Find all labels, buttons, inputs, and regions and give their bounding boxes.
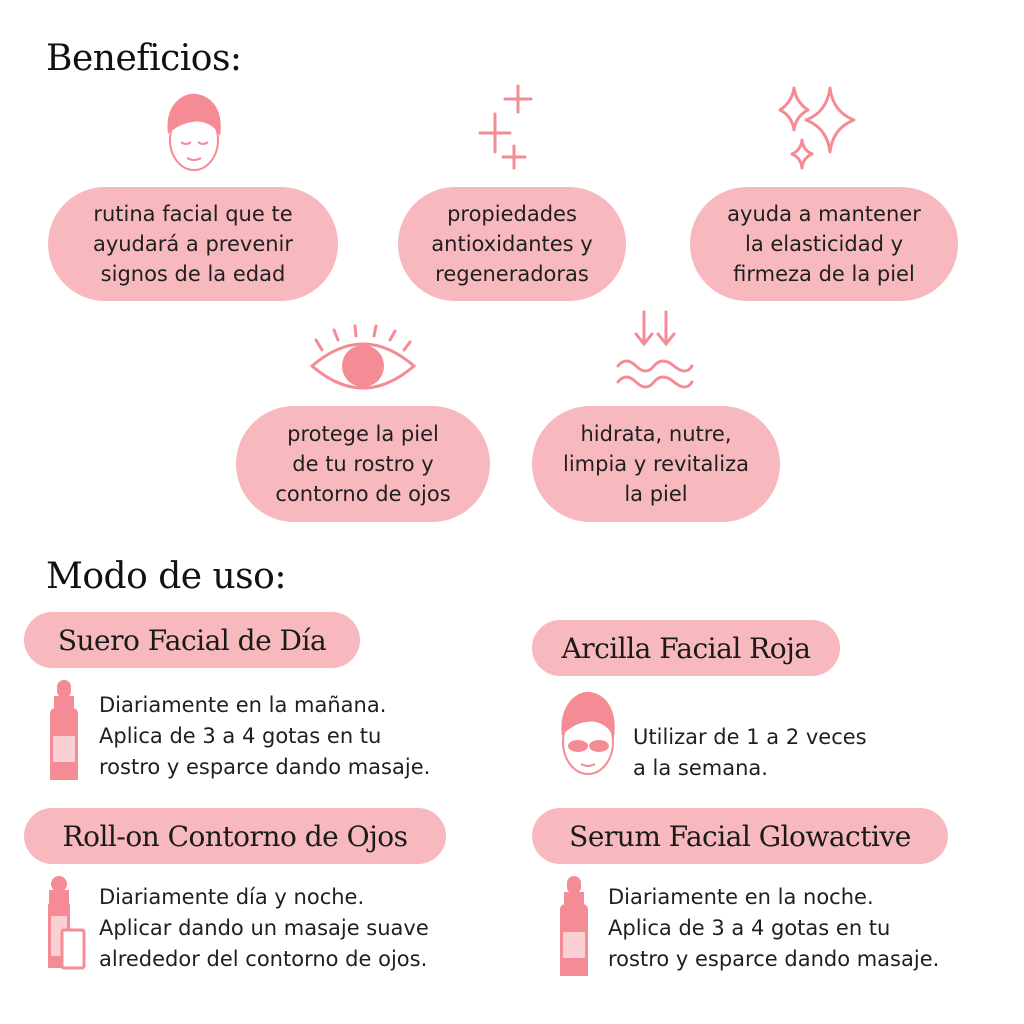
benefit-text: protege la piel de tu rostro y contorno … <box>275 422 451 506</box>
product-tag-serum: Serum Facial Glowactive <box>532 808 948 864</box>
dropper-bottle-icon <box>556 876 592 978</box>
usage-text-serum: Diariamente en la noche. Aplica de 3 a 4… <box>608 885 940 971</box>
benefit-pill: ayuda a mantener la elasticidad y firmez… <box>690 187 958 301</box>
star-sparkles-icon <box>778 86 858 176</box>
benefit-text: ayuda a mantener la elasticidad y firmez… <box>727 202 921 286</box>
benefit-pill: rutina facial que te ayudará a prevenir … <box>48 187 338 301</box>
benefit-pill: hidrata, nutre, limpia y revitaliza la p… <box>532 406 780 522</box>
product-tag-suero-dia: Suero Facial de Día <box>24 612 360 668</box>
dropper-bottle-icon <box>46 680 82 782</box>
rollon-bottle-icon <box>46 876 86 970</box>
usage-title: Modo de uso: <box>46 556 286 597</box>
face-mask-icon <box>556 688 620 780</box>
benefit-text: hidrata, nutre, limpia y revitaliza la p… <box>563 422 749 506</box>
benefit-pill: propiedades antioxidantes y regeneradora… <box>398 187 626 301</box>
benefit-text: propiedades antioxidantes y regeneradora… <box>431 202 593 286</box>
usage-text-rollon: Diariamente día y noche. Aplicar dando u… <box>99 885 429 971</box>
usage-text-suero-dia: Diariamente en la mañana. Aplica de 3 a … <box>99 693 431 779</box>
benefits-title: Beneficios: <box>46 38 242 79</box>
benefit-text: rutina facial que te ayudará a prevenir … <box>92 202 294 286</box>
face-towel-icon <box>162 90 226 176</box>
eye-icon <box>309 324 417 396</box>
benefit-pill: protege la piel de tu rostro y contorno … <box>236 406 490 522</box>
plus-sparkles-icon <box>478 84 538 170</box>
usage-text-arcilla: Utilizar de 1 a 2 veces a la semana. <box>633 725 867 780</box>
product-tag-rollon: Roll-on Contorno de Ojos <box>24 808 446 864</box>
arrows-waves-icon <box>616 310 694 394</box>
product-tag-arcilla: Arcilla Facial Roja <box>532 620 840 676</box>
